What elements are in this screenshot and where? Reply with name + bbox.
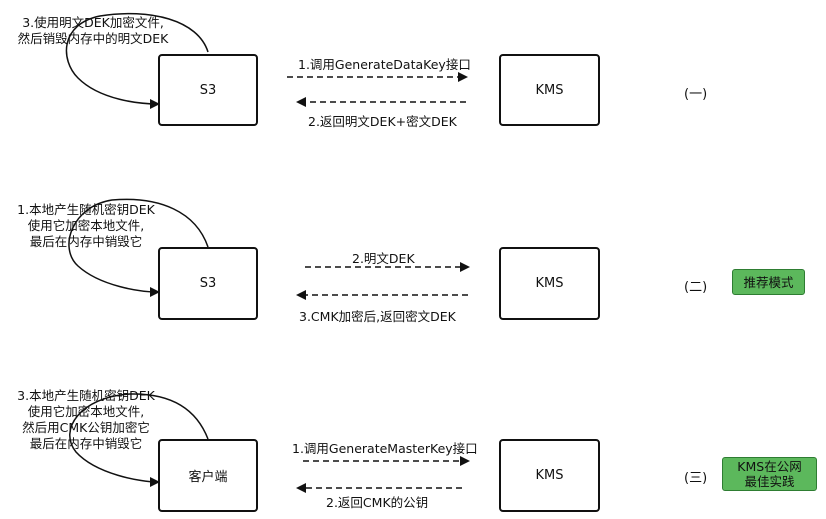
step-number-1: (一) xyxy=(684,87,708,102)
kms-box-1: KMS xyxy=(499,54,600,126)
note-3-line-1: 3.本地产生随机密钥DEK xyxy=(17,388,155,403)
tag-3-line-2: 最佳实践 xyxy=(744,474,795,489)
kms-box-2: KMS xyxy=(499,247,600,320)
note-3-line-2: 使用它加密本地文件, xyxy=(27,404,145,419)
note-3-line-3: 然后用CMK公钥加密它 xyxy=(22,420,150,435)
tag-2-line-1: 推荐模式 xyxy=(743,274,794,290)
s3-box-1: S3 xyxy=(158,54,258,126)
request-label-1: 1.调用GenerateDataKey接口 xyxy=(298,57,471,72)
note-1-line-2: 然后销毁内存中的明文DEK xyxy=(17,31,169,46)
public-network-best-practice-tag: KMS在公网 最佳实践 xyxy=(722,457,817,491)
self-loop-arrow-1 xyxy=(65,12,209,109)
note-1: 3.使用明文DEK加密文件, 然后销毁内存中的明文DEK xyxy=(8,15,178,47)
step-number-2: (二) xyxy=(684,280,708,295)
note-2-line-1: 1.本地产生随机密钥DEK xyxy=(17,202,155,217)
request-label-2: 2.明文DEK xyxy=(352,251,415,266)
tag-3-line-1: KMS在公网 xyxy=(737,459,802,474)
response-label-2: 3.CMK加密后,返回密文DEK xyxy=(299,309,456,324)
self-loop-arrow-3 xyxy=(69,393,209,487)
self-loop-arrow-2 xyxy=(68,198,209,297)
request-label-3: 1.调用GenerateMasterKey接口 xyxy=(292,441,478,456)
note-2: 1.本地产生随机密钥DEK 使用它加密本地文件, 最后在内存中销毁它 xyxy=(6,202,166,250)
note-1-line-1: 3.使用明文DEK加密文件, xyxy=(22,15,164,30)
note-2-line-2: 使用它加密本地文件, xyxy=(27,218,145,233)
response-label-3: 2.返回CMK的公钥 xyxy=(326,495,429,510)
note-3: 3.本地产生随机密钥DEK 使用它加密本地文件, 然后用CMK公钥加密它 最后在… xyxy=(6,388,166,452)
step-number-3: (三) xyxy=(684,471,708,486)
note-3-line-4: 最后在内存中销毁它 xyxy=(29,436,143,451)
kms-box-3: KMS xyxy=(499,439,600,512)
note-2-line-3: 最后在内存中销毁它 xyxy=(29,234,143,249)
response-label-1: 2.返回明文DEK+密文DEK xyxy=(308,114,457,129)
s3-box-2: S3 xyxy=(158,247,258,320)
client-box-3: 客户端 xyxy=(158,439,258,512)
recommended-mode-tag: 推荐模式 xyxy=(732,269,805,295)
